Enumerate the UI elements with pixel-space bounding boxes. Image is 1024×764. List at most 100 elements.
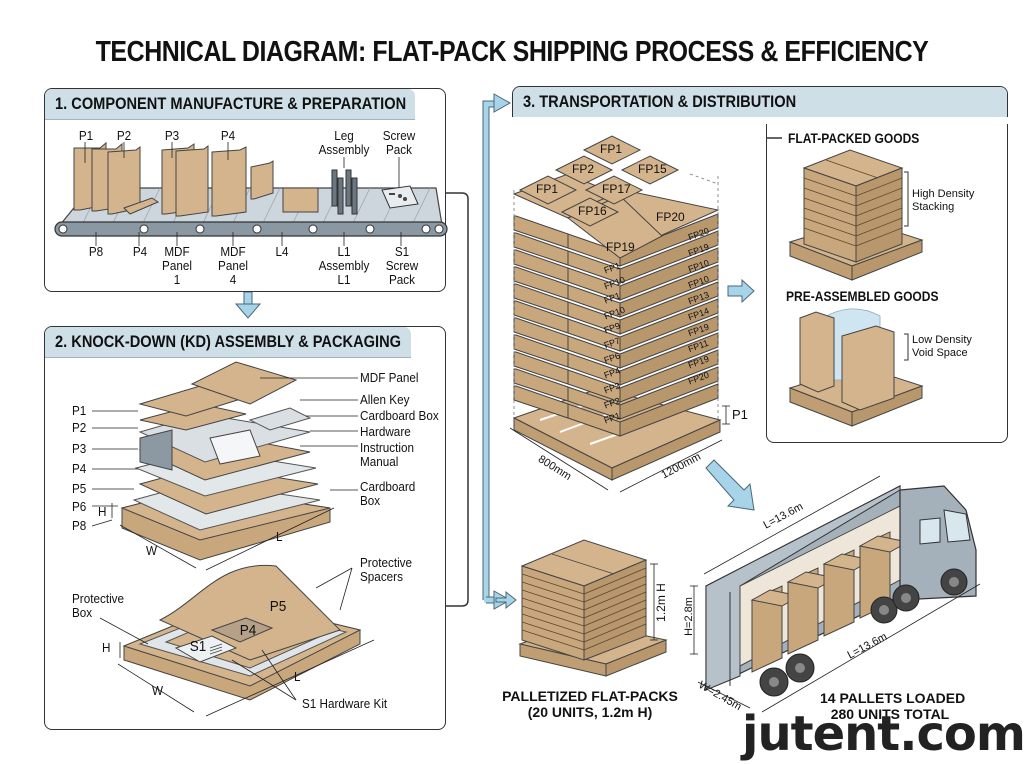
pre-assembled-title: PRE-ASSEMBLED GOODS	[786, 288, 939, 304]
palletized-layer-line	[521, 605, 585, 627]
pallet-top-label: FP20	[656, 210, 685, 224]
s2-label-mdf-panel: MDF Panel	[360, 370, 419, 385]
s2-label-protective-box: Protective Box	[72, 591, 125, 620]
section3-heading-text: 3. TRANSPORTATION & DISTRIBUTION	[523, 92, 797, 111]
s2-dim-l-top: L	[276, 529, 283, 544]
pre-assembled-pallet	[788, 308, 924, 427]
leg-assembly-illustration	[331, 169, 358, 215]
section1-heading: 1. COMPONENT MANUFACTURE & PREPARATION	[45, 89, 415, 120]
palletized-layer-line	[583, 599, 647, 627]
stack-top-box	[584, 175, 644, 205]
stack-top-box	[582, 135, 642, 165]
panel-p3b	[175, 145, 209, 217]
s2-label-p3: P3	[72, 441, 87, 456]
section3-heading: 3. TRANSPORTATION & DISTRIBUTION	[513, 87, 1007, 117]
s2-label-p2: P2	[72, 420, 87, 435]
s2-dim-w-bottom: W	[152, 683, 164, 698]
palletized-caption-line1: PALLETIZED FLAT-PACKS	[502, 688, 678, 704]
palletized-layer-line	[583, 615, 647, 643]
watermark: jutent.com	[742, 706, 1024, 762]
pallet-stack-left-column	[513, 215, 569, 419]
palletized-layer-line	[583, 575, 647, 603]
stack-top-box	[620, 155, 680, 185]
palletized-layer-line	[583, 623, 647, 651]
s1-label-mdf-panel-4: MDF Panel 4	[218, 244, 248, 287]
bracket-s1	[444, 192, 469, 607]
s1-label-p1: P1	[78, 128, 94, 143]
pallet-top-label: FP2	[572, 162, 595, 176]
s1-label-mdf-panel-1: MDF Panel 1	[162, 244, 192, 287]
s2-label-p4-box: P4	[239, 622, 257, 639]
arrow-s1-to-s2	[234, 291, 262, 319]
palletized-layer-line	[583, 567, 647, 595]
pre-assembled-note: Low Density Void Space	[912, 334, 972, 359]
s1-label-l1-assembly: L1 Assembly L1	[318, 244, 370, 287]
dim-pallet-height: P1	[732, 407, 748, 422]
palletized-layer-line	[521, 629, 585, 651]
s2-label-p4: P4	[72, 461, 87, 476]
s2-label-hardware: Hardware	[360, 424, 411, 439]
panel-strip-p4	[123, 197, 160, 215]
truck-load-pallets	[750, 531, 910, 673]
pallet-top-label: FP19	[606, 240, 635, 254]
protective-box-illustration	[122, 564, 362, 701]
truck-caption: 14 PALLETS LOADED 280 UNITS TOTAL	[820, 690, 966, 722]
stack-top-box	[554, 155, 614, 185]
s2-label-p1: P1	[72, 403, 87, 418]
s2-dim-h-bottom: H	[102, 640, 111, 655]
arrow-to-truck	[705, 459, 755, 511]
pallet-top-label: FP16	[578, 204, 607, 218]
flat-packed-note: High Density Stacking	[912, 188, 975, 213]
palletized-layer-line	[583, 591, 647, 619]
arrow-to-palletized	[495, 590, 517, 610]
palletized-layer-line	[521, 573, 585, 595]
stack-layer-right	[619, 315, 719, 369]
s2-label-cardboard-box-2: Cardboard Box	[360, 479, 416, 508]
truck-caption-line1: 14 PALLETS LOADED	[820, 690, 966, 706]
s2-label-allen-key: Allen Key	[360, 392, 410, 407]
pallet-top-label: FP15	[638, 162, 667, 176]
section1-heading-text: 1. COMPONENT MANUFACTURE & PREPARATION	[55, 94, 407, 113]
palletized-caption-line2: (20 UNITS, 1.2m H)	[527, 704, 653, 720]
truck-trailer	[705, 485, 910, 691]
s1-label-s1-screw-pack: S1 Screw Pack	[385, 244, 419, 287]
s2-label-protective-spacers: Protective Spacers	[360, 555, 413, 584]
s2-label-p6: P6	[72, 499, 87, 514]
diagram-title: TECHNICAL DIAGRAM: FLAT-PACK SHIPPING PR…	[95, 36, 929, 68]
conveyor-roller-bar	[54, 221, 448, 237]
s1-label-p3: P3	[164, 128, 180, 143]
pallet-top-label: FP17	[602, 182, 631, 196]
panel-p4	[211, 146, 247, 217]
truck-height: H=2.8m	[682, 597, 695, 636]
pallet-stack-top-boxes	[512, 135, 720, 259]
kd-stack-exploded	[120, 361, 331, 561]
s2-label-hardware-kit: S1 Hardware Kit	[302, 696, 388, 711]
palletized-layer-line	[521, 589, 585, 611]
s2-dim-w-top: W	[146, 543, 158, 558]
stack-top-box	[518, 175, 578, 205]
stack-layer-right	[619, 213, 719, 267]
s1-label-l4: L4	[275, 244, 289, 259]
s1-label-p2: P2	[116, 128, 132, 143]
s1-label-p4: P4	[220, 128, 236, 143]
pallet-top-label: FP1	[600, 142, 623, 156]
section2-heading-text: 2. KNOCK-DOWN (KD) ASSEMBLY & PACKAGING	[55, 332, 402, 351]
pallet-top-label: FP1	[536, 182, 559, 196]
s2-label-s1-box: S1	[189, 638, 207, 655]
palletized-caption: PALLETIZED FLAT-PACKS (20 UNITS, 1.2m H)	[500, 688, 680, 720]
stack-top-box	[560, 197, 620, 227]
s2-dim-l-bottom: L	[294, 669, 301, 684]
stack-layer-right	[619, 298, 719, 352]
s1-label-leg-assembly: Leg Assembly	[318, 128, 370, 157]
section-transportation: 3. TRANSPORTATION & DISTRIBUTION	[512, 86, 1008, 117]
s2-label-p5-box: P5	[269, 598, 287, 615]
s2-dim-h-top: H	[98, 504, 107, 519]
palletized-layer-line	[583, 583, 647, 611]
palletized-layer-line	[521, 581, 585, 603]
palletized-layer-line	[521, 597, 585, 619]
